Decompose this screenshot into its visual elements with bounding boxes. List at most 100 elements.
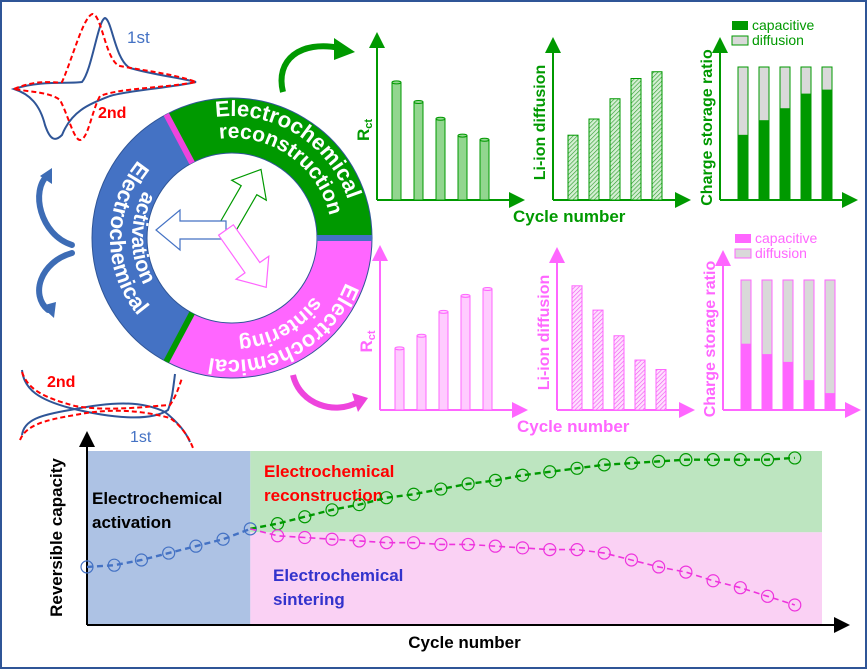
bar-capacitive (741, 343, 751, 410)
data-point-activation (107, 558, 121, 572)
data-point-reconstruction (597, 458, 611, 472)
cv-curve-bottom: 2nd 1st (19, 369, 194, 449)
inner-arrow-activation-icon (155, 208, 227, 252)
region-label-activation-line1: Electrochemical (92, 489, 222, 508)
data-point-reconstruction (488, 473, 502, 488)
arrowhead-icon (41, 302, 56, 318)
region-label-reconstruction-line1: Electrochemical (264, 462, 394, 481)
data-point-activation (189, 539, 203, 553)
region-activation (87, 451, 251, 624)
data-point-activation (134, 553, 149, 567)
region-sintering (250, 532, 823, 624)
data-point-activation (80, 560, 94, 574)
data-point-sintering (597, 546, 611, 560)
region-label-reconstruction-line2: reconstruction (264, 486, 383, 505)
data-point-reconstruction (733, 453, 747, 467)
data-point-reconstruction (624, 456, 639, 470)
data-point-sintering (270, 529, 285, 543)
bar (613, 335, 625, 411)
legend-swatch-capacitive (735, 234, 751, 243)
data-point-sintering (379, 536, 394, 550)
bar-cap (394, 346, 405, 351)
curved-arrow-up-icon (36, 172, 75, 248)
cv-curve-1st (10, 16, 197, 140)
data-point-sintering (652, 560, 666, 574)
region-label-activation-line2: activation (92, 513, 171, 532)
transition-arrows-left (36, 168, 75, 318)
bar-cap (416, 333, 427, 338)
bar-cap (435, 116, 446, 121)
data-point-sintering (298, 530, 312, 545)
legend-swatch-diffusion (731, 35, 749, 46)
bar-capacitive (804, 380, 814, 410)
data-point-sintering (543, 543, 557, 557)
y-axis-label: Charge storage ratio (702, 261, 719, 418)
bar (435, 118, 446, 201)
cv-label-1st-bottom: 1st (130, 429, 152, 446)
cv-label-1st: 1st (127, 28, 150, 47)
bar-chart-sintering-rct: Rct (357, 245, 528, 418)
region-label-sintering-line1: Electrochemical (273, 566, 403, 585)
x-axis-label: Cycle number (517, 417, 630, 436)
legend-label-capacitive: capacitive (755, 230, 817, 246)
data-point-activation (162, 546, 176, 560)
data-point-reconstruction (760, 453, 775, 467)
ring-segment-reconstruction (165, 97, 373, 239)
series-line-reconstruction (250, 456, 795, 531)
data-point-sintering (488, 539, 502, 553)
bar-cap (457, 133, 468, 138)
process-ring: ElectrochemicalreconstructionElectrochem… (91, 96, 373, 380)
y-axis-label: Charge storage ratio (699, 49, 716, 206)
inner-arrow-sintering-icon (217, 223, 270, 289)
ring-segment-activation (91, 113, 193, 363)
bar (413, 101, 424, 201)
legend-label-capacitive: capacitive (752, 17, 814, 33)
bar-cap (391, 80, 402, 85)
legend-swatch-diffusion (734, 248, 752, 259)
bar-cap (482, 286, 493, 291)
cv-curve-top: 1st 2nd (10, 12, 200, 142)
bar-capacitive (783, 361, 793, 410)
data-point-sintering (570, 543, 584, 557)
bar (391, 81, 402, 201)
bar (592, 309, 604, 411)
legend-label-diffusion: diffusion (755, 245, 807, 261)
cv-label-2nd-bottom: 2nd (47, 374, 75, 391)
data-point-reconstruction (407, 487, 421, 501)
bar-cap (460, 293, 471, 298)
data-point-sintering (325, 532, 339, 546)
bar-capacitive (801, 93, 811, 200)
bar-chart-reconstruction-rct: Rct (354, 32, 525, 208)
arrowhead-icon (334, 38, 355, 60)
bar-capacitive (762, 354, 772, 410)
data-point-reconstruction (679, 453, 693, 467)
data-point-reconstruction (325, 503, 339, 517)
data-point-reconstruction (652, 454, 666, 468)
data-point-sintering (407, 536, 421, 550)
bar-cap (438, 309, 449, 314)
bar (567, 134, 579, 201)
bar (460, 295, 471, 411)
bar-capacitive (822, 89, 832, 200)
data-point-reconstruction (515, 468, 530, 482)
data-point-reconstruction (298, 510, 312, 524)
cv-curve-2nd-bottom (19, 371, 194, 449)
ring-segment-sintering (165, 237, 373, 379)
data-point-sintering (706, 574, 720, 588)
curved-arrow-pink-icon (290, 374, 360, 411)
region-label-sintering-line2: sintering (273, 590, 345, 609)
reversible-capacity-chart: ElectrochemicalactivationElectrochemical… (47, 431, 850, 652)
y-axis-label: Reversible capacity (47, 458, 66, 617)
inner-arrow-reconstruction-icon (217, 168, 268, 236)
data-point-reconstruction (352, 498, 366, 512)
region-reconstruction (250, 451, 823, 533)
bar (588, 118, 600, 201)
data-point-reconstruction (434, 482, 448, 496)
bar (479, 139, 490, 201)
